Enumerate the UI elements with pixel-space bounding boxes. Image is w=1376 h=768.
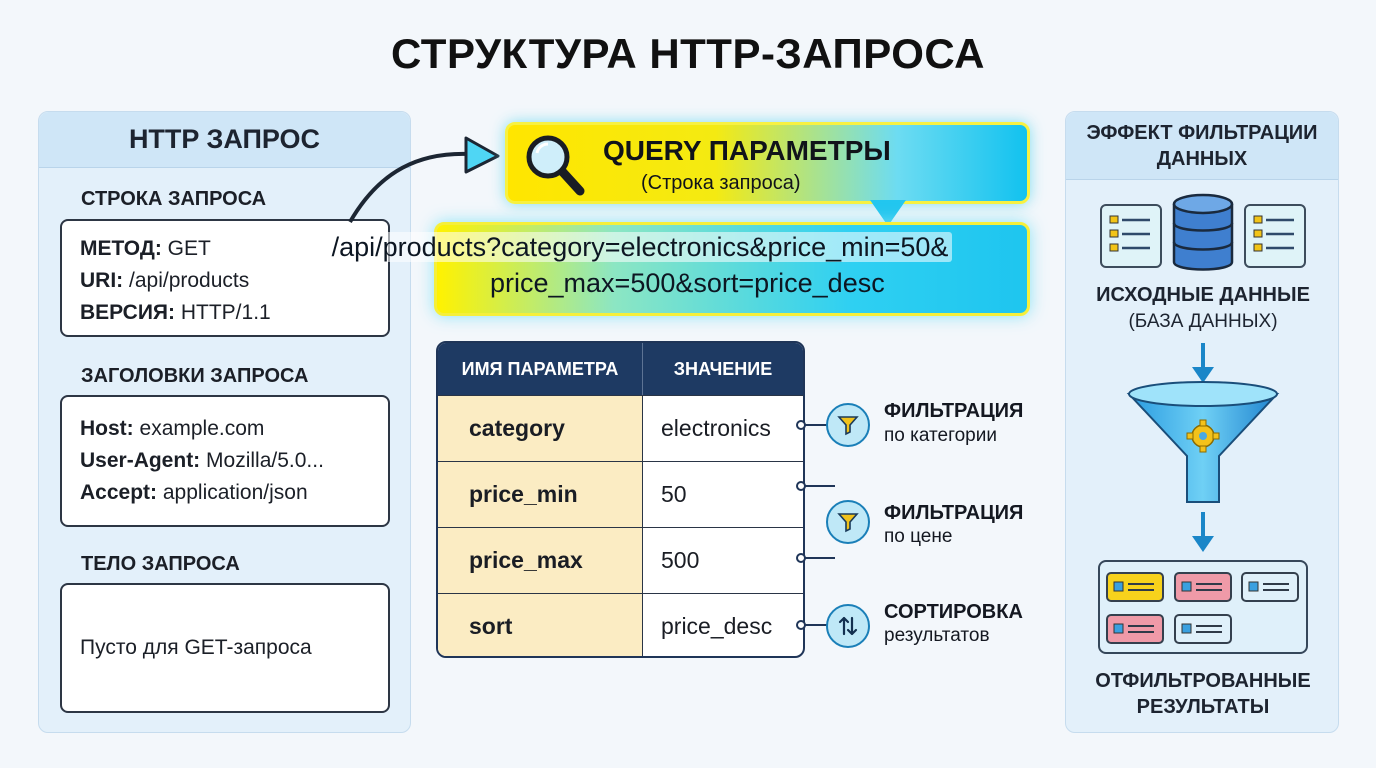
result-item xyxy=(1106,614,1164,644)
param-name: price_min xyxy=(438,462,643,527)
magnifier-icon xyxy=(526,135,585,196)
http-request-header: HTTP ЗАПРОС xyxy=(39,112,410,168)
param-value: 50 xyxy=(661,481,687,507)
action-title: СОРТИРОВКА xyxy=(884,601,1023,623)
version-value: HTTP/1.1 xyxy=(180,301,271,324)
page-title: СТРУКТУРА HTTP-ЗАПРОСА xyxy=(391,30,985,77)
param-value: 500 xyxy=(661,547,700,573)
result-item xyxy=(1106,572,1164,602)
document-list-icon xyxy=(1100,204,1162,268)
accept-key: Accept: xyxy=(80,481,158,504)
action-title: ФИЛЬТРАЦИЯ xyxy=(884,502,1024,524)
param-name: category xyxy=(438,396,643,461)
source-data-subtitle: (БАЗА ДАННЫХ) xyxy=(1128,311,1278,332)
table-row: price_min 50 xyxy=(438,461,803,527)
headers-card: Host: example.com User-Agent: Mozilla/5.… xyxy=(60,395,390,527)
query-url-text-2: price_max=500&sort=price_desc xyxy=(490,268,885,298)
body-text: Пусто для GET-запроса xyxy=(80,636,312,659)
params-table: ИМЯ ПАРАМЕТРА ЗНАЧЕНИЕ category electron… xyxy=(436,341,805,658)
host-key: Host: xyxy=(80,417,134,440)
body-label: ТЕЛО ЗАПРОСА xyxy=(81,553,240,575)
arrow-down-icon xyxy=(1192,343,1214,383)
database-icon xyxy=(1172,193,1234,271)
filter-effect-panel: ЭФФЕКТ ФИЛЬТРАЦИИ ДАННЫХ ИСХОДНЫЕ ДАННЫЕ… xyxy=(1065,111,1339,733)
action-subtitle: по категории xyxy=(884,425,997,446)
uri-value: /api/products xyxy=(129,269,250,292)
action-subtitle: по цене xyxy=(884,526,953,547)
request-line-label: СТРОКА ЗАПРОСА xyxy=(81,188,267,210)
source-data-title: ИСХОДНЫЕ ДАННЫЕ xyxy=(1096,284,1310,306)
query-url-line-1: /api/products?category=electronics&price… xyxy=(270,232,1010,263)
host-value: example.com xyxy=(139,417,265,440)
query-url-line-2: price_max=500&sort=price_desc xyxy=(300,268,1100,299)
arrow-down-icon xyxy=(1192,512,1214,552)
action-subtitle: результатов xyxy=(884,625,990,646)
filter-effect-header: ЭФФЕКТ ФИЛЬТРАЦИИ ДАННЫХ xyxy=(1066,112,1338,180)
user-agent-key: User-Agent: xyxy=(80,449,201,472)
http-request-panel: HTTP ЗАПРОС СТРОКА ЗАПРОСА МЕТОД: GET UR… xyxy=(38,111,411,733)
table-header: ИМЯ ПАРАМЕТРА ЗНАЧЕНИЕ xyxy=(438,343,803,395)
funnel-icon xyxy=(826,500,870,544)
request-line-card: МЕТОД: GET URI: /api/products ВЕРСИЯ: HT… xyxy=(60,219,390,337)
result-item xyxy=(1174,614,1232,644)
body-card: Пусто для GET-запроса xyxy=(60,583,390,713)
col-name-header: ИМЯ ПАРАМЕТРА xyxy=(438,343,643,395)
funnel-icon xyxy=(826,403,870,447)
curved-arrow-icon xyxy=(348,136,500,224)
sort-arrows-icon xyxy=(826,604,870,648)
filtered-results-box xyxy=(1098,560,1308,654)
filtered-results-title-2: РЕЗУЛЬТАТЫ xyxy=(1136,696,1270,718)
query-params-bubble: QUERY ПАРАМЕТРЫ (Строка запроса) xyxy=(505,122,1030,204)
accept-value: application/json xyxy=(162,481,308,504)
table-row: price_max 500 xyxy=(438,527,803,593)
query-url-text-1: /api/products?category=electronics&price… xyxy=(327,232,953,262)
action-title: ФИЛЬТРАЦИЯ xyxy=(884,400,1024,422)
method-value: GET xyxy=(167,237,211,260)
param-value: price_desc xyxy=(661,613,773,639)
result-item xyxy=(1241,572,1299,602)
uri-key: URI: xyxy=(80,269,124,292)
col-value-header: ЗНАЧЕНИЕ xyxy=(673,358,773,379)
connector-lines xyxy=(796,420,835,630)
query-params-subtitle: (Строка запроса) xyxy=(641,172,801,194)
bubble-tail xyxy=(870,200,906,226)
param-name: price_max xyxy=(438,528,643,593)
headers-label: ЗАГОЛОВКИ ЗАПРОСА xyxy=(81,365,309,387)
table-row: category electronics xyxy=(438,395,803,461)
result-item xyxy=(1174,572,1232,602)
filtered-results-title-1: ОТФИЛЬТРОВАННЫЕ xyxy=(1095,670,1311,692)
version-key: ВЕРСИЯ: xyxy=(80,301,176,324)
query-params-title: QUERY ПАРАМЕТРЫ xyxy=(603,135,891,166)
param-name: sort xyxy=(438,594,643,656)
table-row: sort price_desc xyxy=(438,593,803,656)
document-list-icon xyxy=(1244,204,1306,268)
user-agent-value: Mozilla/5.0... xyxy=(206,449,324,472)
funnel-gear-icon xyxy=(1126,381,1280,503)
param-value: electronics xyxy=(661,415,771,441)
method-key: МЕТОД: xyxy=(80,237,162,260)
